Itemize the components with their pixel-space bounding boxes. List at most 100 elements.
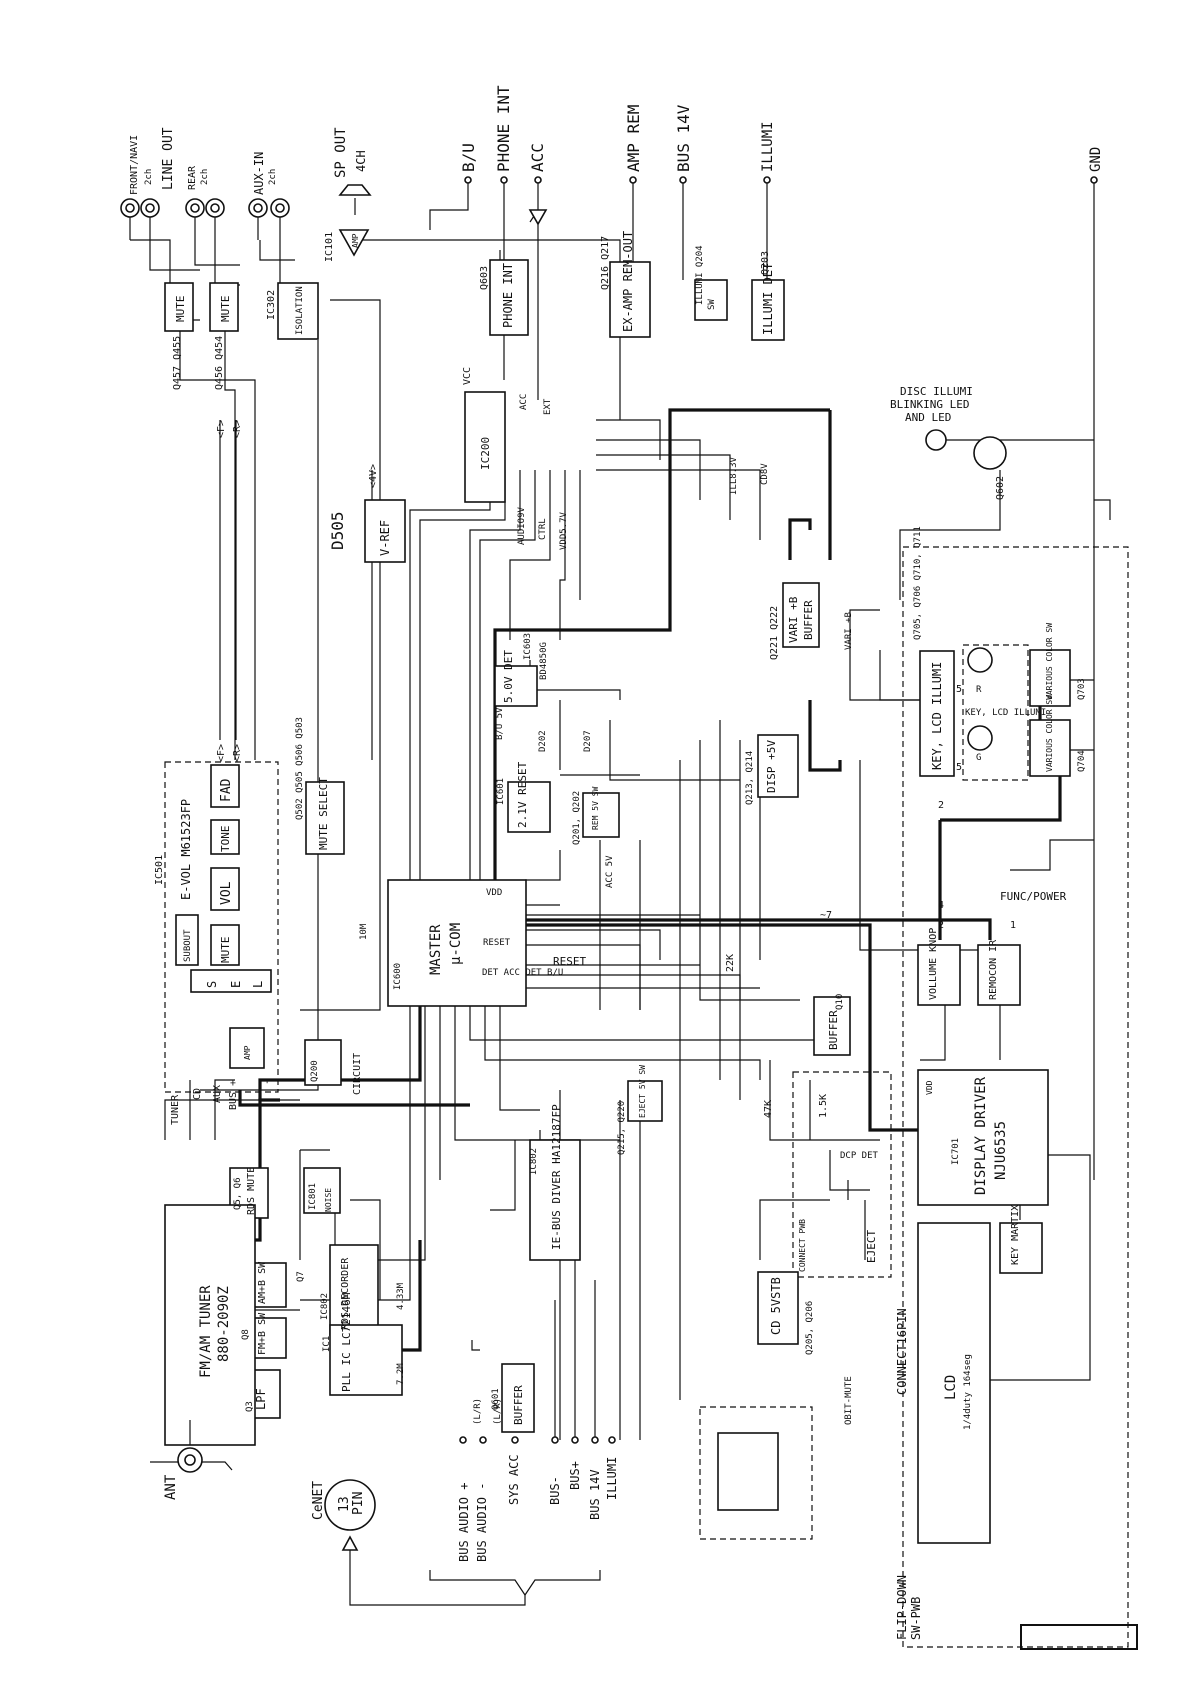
- ic600-label: IC600: [393, 963, 403, 990]
- subout-label: SUBOUT: [183, 929, 193, 962]
- display-driver-label: DISPLAY DRIVER: [973, 1076, 989, 1195]
- q213-q214-label: Q213, Q214: [745, 751, 755, 805]
- ic801-label: IC801: [308, 1183, 318, 1210]
- pin-2-vollume-label: 2: [938, 920, 944, 931]
- 4v-signal-label: <4V>: [368, 464, 379, 488]
- rear-2ch-label: 2ch: [200, 169, 210, 185]
- sp-out-label: SP OUT: [333, 127, 349, 178]
- and-led-label: AND LED: [905, 411, 951, 424]
- tone-label: TONE: [219, 826, 232, 853]
- ic601-label: IC601: [496, 778, 506, 805]
- q601-label: Q601: [491, 1388, 501, 1410]
- key-lcd-illumi-text-label: KEY, LCD ILLUMI: [965, 708, 1046, 718]
- vollume-knop-label: VOLLUME KNOP: [928, 928, 939, 1000]
- cd-5vstb-label: CD 5VSTB: [769, 1277, 783, 1335]
- acc-signal-label: ACC: [519, 394, 529, 410]
- lr-1-label: (L/R): [473, 1398, 483, 1425]
- q215-q220-label: Q215, Q220: [617, 1101, 627, 1155]
- ic200-label: IC200: [479, 437, 492, 470]
- key-lcd-illumi-block-label: KEY, LCD ILLUMI: [930, 662, 944, 770]
- sys-acc-label: SYS ACC: [507, 1454, 521, 1505]
- ic501-label: IC501: [154, 855, 165, 885]
- q203-label: Q203: [760, 251, 771, 275]
- illumi-det-label: ILLUMI DET: [761, 263, 775, 335]
- reset-2-1v-label: 2.1V RESET: [516, 761, 529, 828]
- bus-audio-minus-label: BUS AUDIO -: [475, 1483, 489, 1562]
- ie-bus-label: IE-BUS DIVER HA12187FP: [550, 1104, 563, 1250]
- d207-label: D207: [583, 730, 593, 752]
- phone-int-terminal-label: PHONE INT: [494, 85, 513, 172]
- fm-am-tuner-label: FM/AM TUNER: [198, 1285, 214, 1378]
- blinking-led-label: BLINKING LED: [890, 398, 969, 411]
- q200-label: Q200: [310, 1060, 320, 1082]
- master-label: MASTER: [428, 924, 444, 975]
- acc-terminal-label: ACC: [528, 143, 547, 172]
- e-label: E: [229, 981, 243, 988]
- q704-label: Q704: [1077, 750, 1087, 772]
- amp-rem-terminal-label: AMP REM: [624, 105, 643, 172]
- cd-line-label: CD: [192, 1088, 203, 1100]
- sw-pwb-label: SW-PWB: [909, 1597, 923, 1640]
- line-out-label: LINE OUT: [161, 127, 176, 190]
- bus-14v-pin-label: BUS 14V: [588, 1469, 602, 1520]
- reset-switch-label: RESET: [553, 955, 586, 968]
- b-u-terminal-label: B/U: [459, 143, 478, 172]
- fm-b-sw-label: FM+B SW: [257, 1312, 268, 1355]
- power-bus-thick: [238, 408, 1062, 1352]
- remocon-ir-label: REMOCON IR: [988, 939, 999, 1000]
- bus-plus-line-label: BUS +: [228, 1080, 239, 1110]
- bus-plus-label: BUS+: [568, 1461, 582, 1490]
- cenet-label: CeNET: [311, 1481, 326, 1520]
- isolation-label: ISOLATION: [295, 286, 305, 335]
- top-terminals: [120, 176, 1098, 257]
- five-count-1-label: 5: [956, 684, 962, 695]
- connect-pwb-label: CONNECT PWB: [798, 1219, 807, 1272]
- block-labels: IC101 AMP MUTE MUTE Q457 Q455 Q456 Q454 …: [154, 231, 1087, 1640]
- rem-5v-sw-label: REM 5V SW: [591, 786, 600, 830]
- am-b-sw-label: AM+B SW: [257, 1261, 268, 1304]
- amp-label: AMP: [351, 233, 360, 248]
- q502-q503-label: Q502 Q505 Q506 Q503: [295, 717, 305, 820]
- phone-int-block-label: PHONE INT: [501, 263, 515, 328]
- nju6535-label: NJU6535: [993, 1121, 1009, 1180]
- illumi-q204-label: ILLUMI Q204: [695, 245, 705, 305]
- noise-label: NOISE: [324, 1188, 333, 1212]
- det-acc-det-bu-label: DET ACC DET B/U: [482, 968, 563, 978]
- obit-mute-boundary: [699, 1406, 813, 1540]
- aux-line-label: AUX: [212, 1085, 223, 1103]
- ic501-boundary: [164, 761, 279, 1093]
- gnd-terminal-label: GND: [1088, 147, 1104, 172]
- buffer-q601-label: BUFFER: [512, 1385, 525, 1425]
- vdd-label: VDD: [486, 888, 502, 898]
- vcc-label: VCC: [462, 367, 473, 385]
- bus-audio-plus-label: BUS AUDIO +: [457, 1483, 471, 1562]
- fad-label: FAD: [219, 778, 234, 802]
- q221-q222-label: Q221 Q222: [769, 606, 780, 660]
- q205-q206-label: Q205, Q206: [805, 1301, 815, 1355]
- page-number-box: [1020, 1624, 1138, 1650]
- lcd-label: LCD: [943, 1375, 959, 1400]
- tuner-part-label: 880-2090Z: [216, 1286, 232, 1362]
- s-label: S: [205, 981, 219, 988]
- r-led-label: R: [976, 685, 982, 695]
- rds-decorder-label: RDS DECORDER: [340, 1257, 351, 1330]
- five-count-2-label: 5: [956, 762, 962, 773]
- q10-label: Q10: [835, 994, 845, 1010]
- q8-label: Q8: [241, 1329, 251, 1340]
- q456-q454-label: Q456 Q454: [214, 336, 225, 390]
- pin-1-remocon-label: 1: [1010, 920, 1016, 931]
- buffer-vari-label: BUFFER: [802, 600, 815, 640]
- acc-5v-label: ACC 5V: [605, 855, 615, 888]
- ic603-label: IC603: [523, 633, 533, 660]
- lpf-label: LPF: [254, 1388, 268, 1410]
- q3-label: Q3: [245, 1401, 255, 1412]
- pin-2-key-label: 2: [938, 800, 944, 811]
- q5-q6-label: Q5, Q6: [233, 1177, 243, 1210]
- 47k-label: 47K: [763, 1100, 774, 1118]
- flip-down-label: FLIP-DOWN: [895, 1575, 909, 1640]
- func-power-label: FUNC/POWER: [1000, 890, 1067, 903]
- bus-minus-line-label: -: [262, 1079, 273, 1085]
- cd8v-label: CD8V: [760, 463, 770, 485]
- mute-select-label: MUTE SELECT: [317, 777, 330, 850]
- bd4850g-label: BD4850G: [539, 642, 549, 680]
